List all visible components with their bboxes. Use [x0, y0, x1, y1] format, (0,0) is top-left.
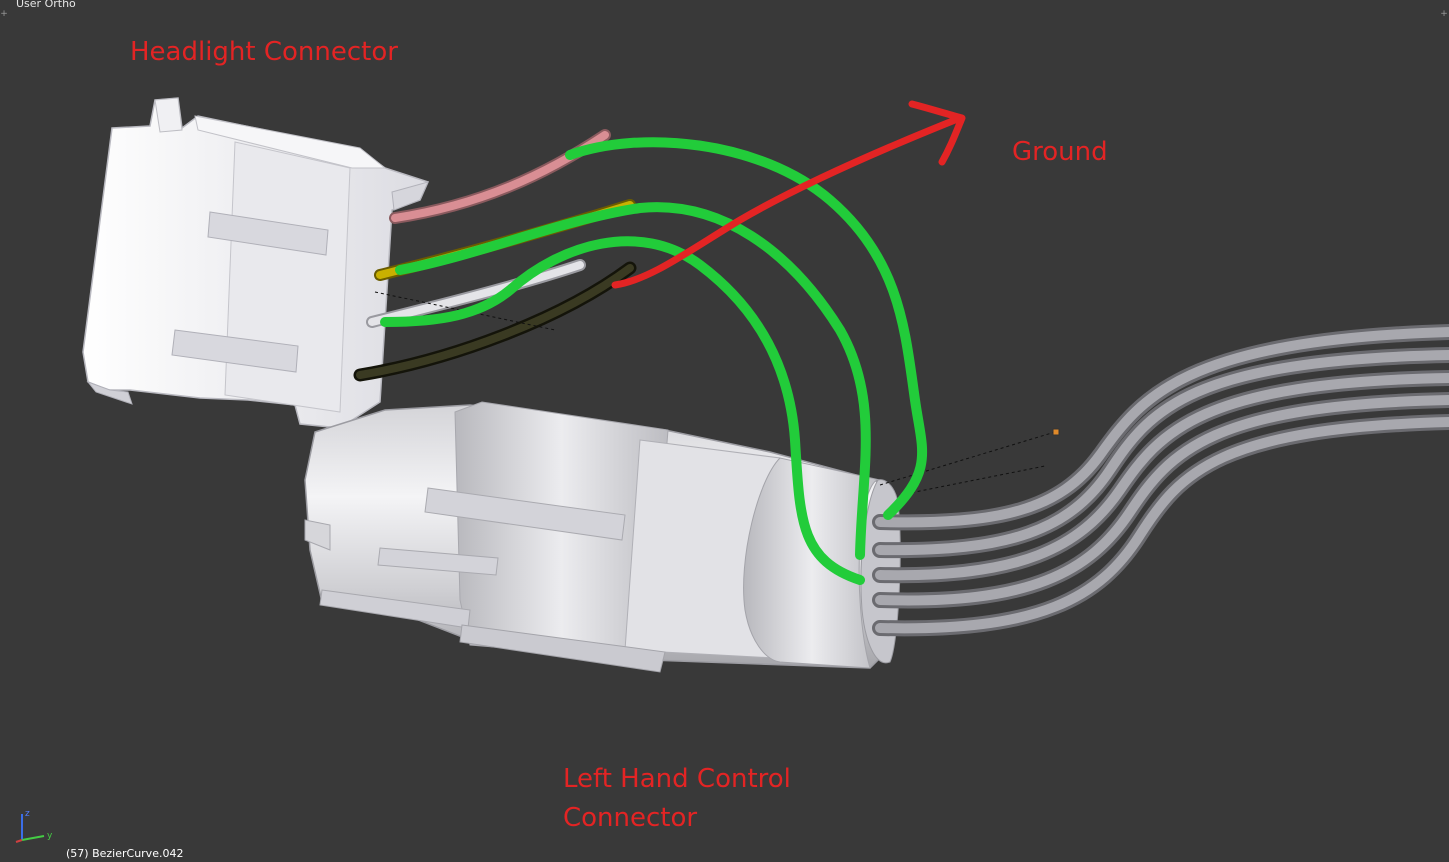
- z-axis-label: z: [25, 809, 30, 819]
- view-mode-label: User Ortho: [16, 0, 76, 10]
- green-traces: [380, 137, 928, 585]
- grey-wire-bundle[interactable]: [872, 324, 1449, 637]
- active-object-info: (57) BezierCurve.042: [66, 847, 184, 860]
- annotation-headlight-connector: Headlight Connector: [130, 37, 398, 67]
- annotation-left-hand-control-line1: Left Hand Control: [563, 764, 791, 794]
- bezier-control-point[interactable]: [1052, 428, 1060, 436]
- pink-wire: [389, 129, 611, 224]
- y-axis-label: y: [47, 831, 53, 841]
- left-hand-control-connector-model[interactable]: [304, 401, 901, 673]
- green-trace-1: [565, 137, 928, 520]
- y-axis-line: [21, 835, 45, 841]
- viewport-split-widget-left[interactable]: +: [0, 9, 8, 19]
- green-trace-3: [380, 236, 865, 585]
- ground-arrow: [611, 100, 966, 289]
- green-trace-2: [395, 202, 871, 560]
- headlight-wires[interactable]: [353, 129, 637, 382]
- headlight-connector-model[interactable]: [82, 97, 430, 429]
- x-axis-line: [15, 839, 23, 843]
- viewport-split-widget-right[interactable]: +: [1440, 9, 1448, 19]
- axis-gizmo: z y: [15, 809, 53, 843]
- annotation-left-hand-control-line2: Connector: [563, 803, 698, 833]
- annotation-ground: Ground: [1012, 137, 1108, 167]
